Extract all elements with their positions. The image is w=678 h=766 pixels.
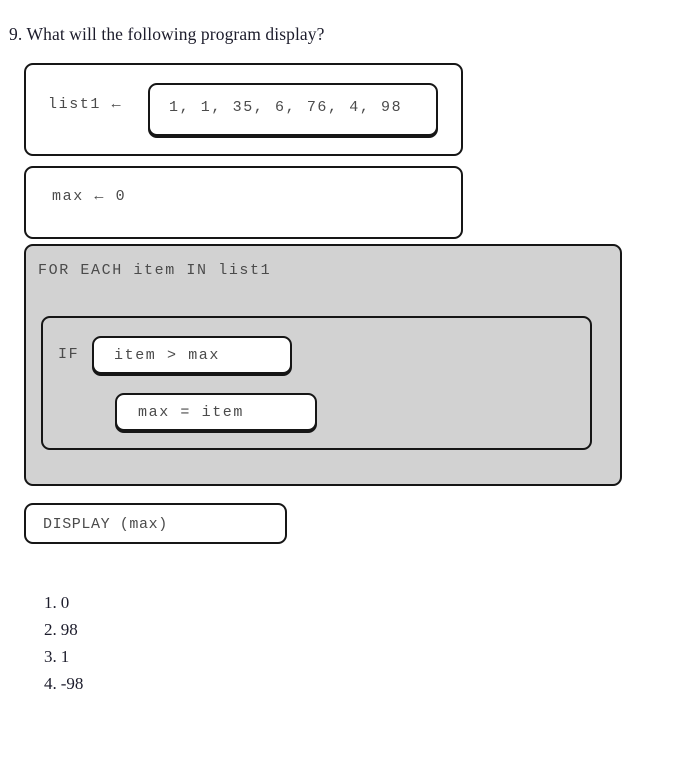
max-assignment-text: max ← 0 (52, 188, 127, 205)
answer-option[interactable]: 3.1 (44, 643, 294, 670)
answer-option[interactable]: 2.98 (44, 616, 294, 643)
for-each-header-text: FOR EACH item IN list1 (38, 262, 272, 279)
answer-option-number: 4. (44, 674, 57, 693)
answer-option-number: 1. (44, 593, 57, 612)
list1-values-text: 1, 1, 35, 6, 76, 4, 98 (169, 99, 403, 116)
list1-assignment-label: list1 ← (48, 96, 123, 113)
answer-option[interactable]: 1.0 (44, 589, 294, 616)
code-block-display[interactable]: DISPLAY (max) (24, 503, 287, 544)
list1-values-box[interactable]: 1, 1, 35, 6, 76, 4, 98 (148, 83, 438, 136)
assign-max-statement-box[interactable]: max = item (115, 393, 317, 431)
display-statement-text: DISPLAY (max) (43, 516, 168, 533)
if-condition-text: item > max (114, 347, 221, 364)
answer-option-text: 0 (60, 593, 70, 612)
answer-option[interactable]: 4.-98 (44, 670, 294, 697)
answer-options-list: 1.0 2.98 3.1 4.-98 (44, 589, 294, 697)
if-condition-box[interactable]: item > max (92, 336, 292, 374)
answer-option-text: -98 (60, 674, 84, 693)
question-title: 9. What will the following program displ… (9, 24, 325, 44)
code-block-max-assignment[interactable]: max ← 0 (24, 166, 463, 239)
if-keyword-label: IF (58, 346, 80, 363)
assign-max-statement-text: max = item (138, 404, 245, 421)
answer-option-number: 3. (44, 647, 57, 666)
answer-option-number: 2. (44, 620, 57, 639)
answer-option-text: 1 (60, 647, 70, 666)
answer-option-text: 98 (60, 620, 78, 639)
